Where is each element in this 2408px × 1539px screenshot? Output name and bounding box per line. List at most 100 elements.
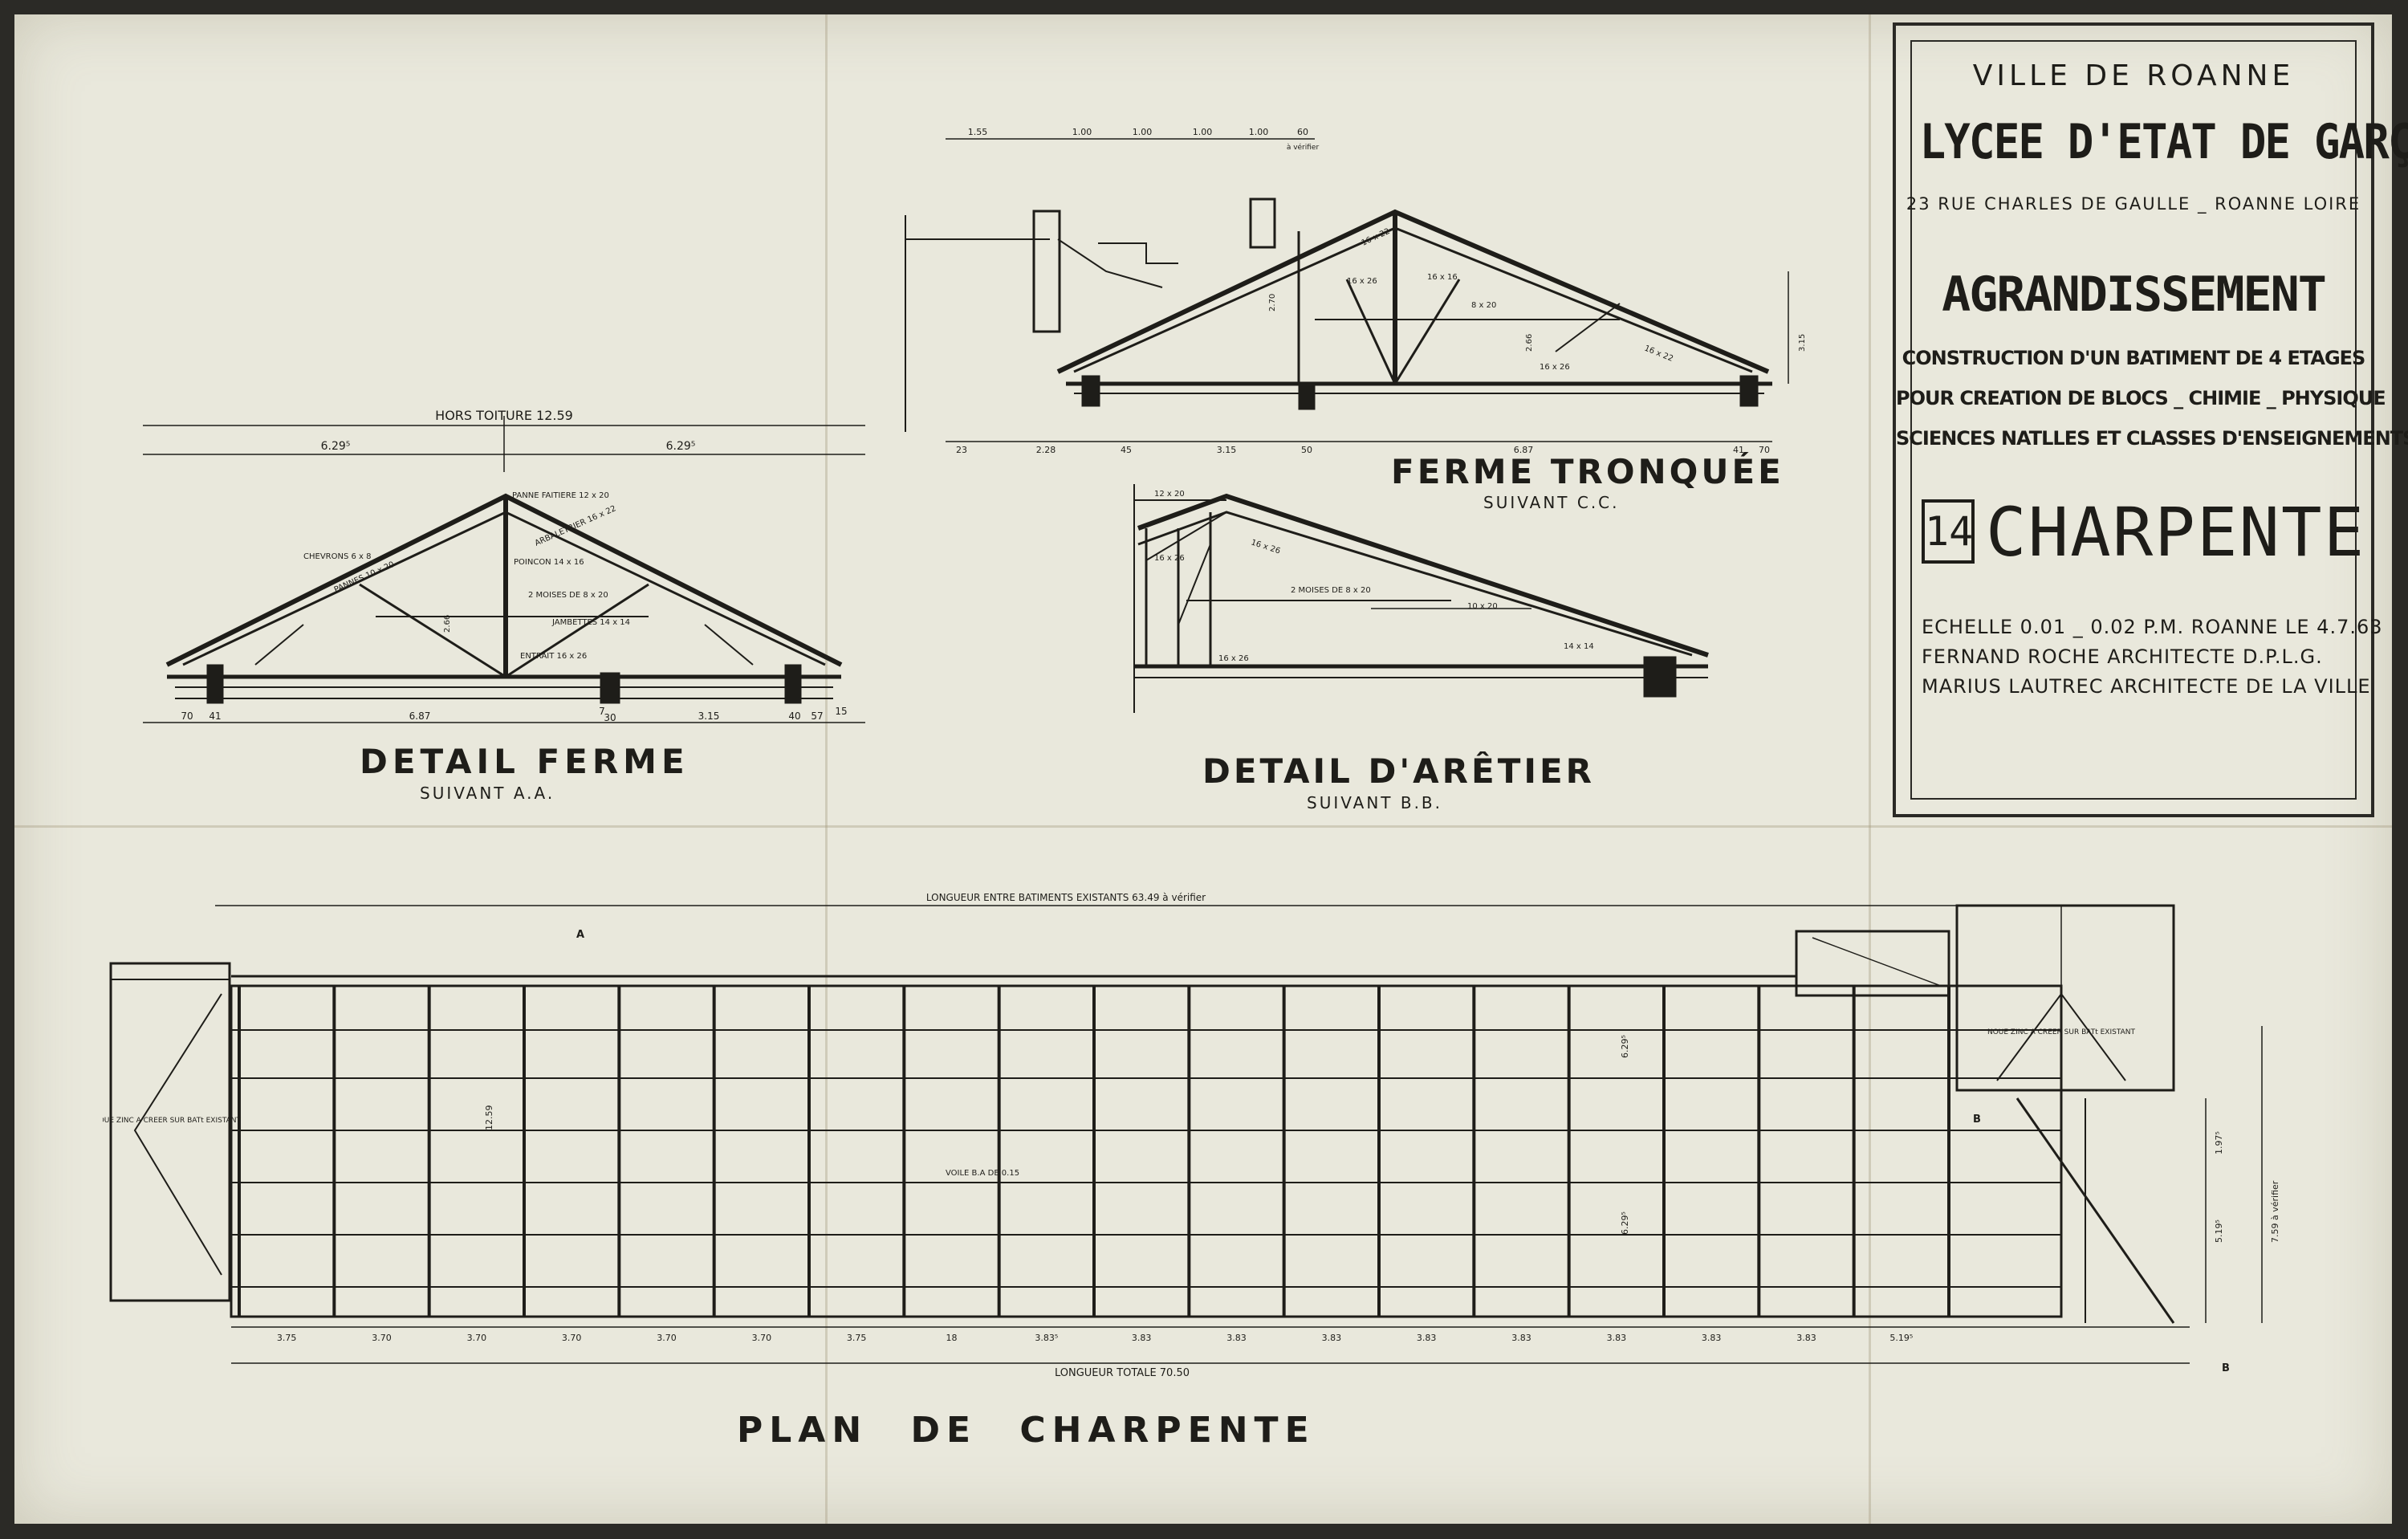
dim-label: 41: [1733, 445, 1744, 455]
dim-label: 1.00: [1072, 127, 1092, 137]
bay-dimension: 3.83: [1796, 1333, 1816, 1343]
dim-label: 23: [956, 445, 967, 455]
noue-label: NOUE ZINC A CREER SUR BATt EXISTANT: [1987, 1028, 2136, 1036]
member-label: 12 x 20: [1154, 490, 1185, 499]
member-label: CHEVRONS 6 x 8: [303, 552, 372, 561]
bay-dimension: 3.75: [847, 1333, 867, 1343]
school-address: 23 RUE CHARLES DE GAULLE _ ROANNE LOIRE: [1906, 194, 2361, 214]
member-label: 14 x 14: [1564, 642, 1594, 651]
bay-dimension: 3.75: [277, 1333, 297, 1343]
ferme-tronquee-title: FERME TRONQUÉE: [1391, 452, 1784, 491]
member-label: ENTRAIT 16 x 26: [520, 652, 587, 661]
detail-aretier-subtitle: SUIVANT B.B.: [1307, 793, 1443, 812]
bay-dimension: 3.70: [752, 1333, 772, 1343]
dim-label: 6.29⁵: [321, 440, 351, 453]
dim-label: 1.55: [968, 127, 988, 137]
dim-label: 45: [1121, 445, 1132, 455]
detail-ferme-drawing: HORS TOITURE 12.59 6.29⁵ 6.29⁵ PANNE FAI…: [143, 408, 865, 723]
bay-dimension: 3.83: [1132, 1333, 1152, 1343]
description-line: SCIENCES NATLLES ET CLASSES D'ENSEIGNEME…: [1896, 427, 2408, 450]
length-total-label: LONGUEUR TOTALE 70.50: [1055, 1367, 1190, 1379]
dim-label: 3.15: [1217, 445, 1237, 455]
member-label: 2 MOISES DE 8 x 20: [528, 591, 608, 600]
dim-label: 7.59 à vérifier: [2270, 1180, 2280, 1243]
dim-label: 1.97⁵: [2214, 1131, 2224, 1154]
scale-line: ECHELLE 0.01 _ 0.02 P.M. ROANNE LE 4.7.6…: [1922, 616, 2383, 638]
bay-dimension: 3.83⁵: [1035, 1333, 1058, 1343]
section-mark: B: [1973, 1114, 1981, 1126]
member-label: 16 x 26: [1347, 277, 1377, 286]
member-label: 8 x 20: [1471, 301, 1496, 310]
bay-dimension: 3.70: [657, 1333, 677, 1343]
member-label: 16 x 26: [1540, 363, 1570, 372]
member-label: 16 x 26: [1218, 654, 1249, 663]
dim-label: 30: [604, 712, 616, 723]
dim-label: 6.29⁵: [666, 440, 696, 453]
architect-line: FERNAND ROCHE ARCHITECTE D.P.L.G.: [1922, 645, 2323, 668]
noue-label: NOUE ZINC A CREER SUR BATt EXISTANT: [103, 1117, 242, 1125]
member-label: JAMBETTES 14 x 14: [551, 618, 630, 627]
member-label: 16 x 22: [1361, 227, 1392, 248]
dim-label: 6.87: [1514, 445, 1534, 455]
dim-label: 5.19⁵: [2214, 1219, 2224, 1243]
dim-note: à vérifier: [1287, 143, 1320, 152]
bay-dimension: 5.19⁵: [1889, 1333, 1913, 1343]
dim-label: 50: [1301, 445, 1312, 455]
sheet-number: 14: [1922, 499, 1975, 564]
dim-label: 1.00: [1193, 127, 1213, 137]
dim-label: 60: [1297, 127, 1308, 137]
detail-aretier-drawing: 12 x 20 16 x 26 2 MOISES DE 8 x 20 10 x …: [1133, 484, 1709, 713]
dim-label: 1.00: [1249, 127, 1269, 137]
member-label: 16 x 22: [1643, 344, 1674, 364]
school-name: LYCEE D'ETAT DE GARÇONS: [1919, 114, 2408, 170]
section-mark: A: [576, 929, 584, 941]
dim-label: 70: [1759, 445, 1770, 455]
bay-dimension: 3.70: [467, 1333, 487, 1343]
dim-label: 2.66: [1525, 334, 1534, 352]
city-name: VILLE DE ROANNE: [1972, 59, 2295, 92]
dim-label: 40: [788, 710, 800, 722]
member-label: 16 x 16: [1427, 273, 1458, 282]
dim-label: 3.15: [1798, 334, 1807, 352]
dim-label: 3.15: [698, 710, 720, 722]
detail-aretier-title: DETAIL D'ARÊTIER: [1202, 751, 1596, 791]
ferme-tronquee-drawing: 1.55 1.00 1.00 1.00 1.00 60 à vérifier 2…: [905, 127, 1807, 455]
hors-toiture-label: HORS TOITURE 12.59: [435, 408, 573, 423]
bay-dimension: 3.83: [1511, 1333, 1531, 1343]
member-label: POINCON 14 x 16: [514, 558, 584, 567]
dim-label: 70: [181, 710, 193, 722]
plan-title: PLAN DE CHARPENTE: [737, 1410, 1316, 1451]
bay-dimension: 3.83: [1322, 1333, 1342, 1343]
voile-label: VOILE B.A DE 0.15: [946, 1169, 1019, 1178]
member-label: PANNE FAITIERE 12 x 20: [512, 491, 609, 500]
dim-label: 7: [599, 706, 605, 717]
member-label: 16 x 26: [1250, 538, 1281, 556]
member-label: 2 MOISES DE 8 x 20: [1291, 586, 1371, 595]
architect-line: MARIUS LAUTREC ARCHITECTE DE LA VILLE: [1922, 675, 2371, 698]
sheet-title: CHARPENTE: [1986, 493, 2366, 572]
fold-line: [825, 14, 828, 1524]
drawing-sheet: VILLE DE ROANNE LYCEE D'ETAT DE GARÇONS …: [14, 14, 2408, 1524]
dim-label: 1.00: [1133, 127, 1153, 137]
dim-label: 57: [811, 710, 823, 722]
detail-ferme-title: DETAIL FERME: [360, 742, 689, 781]
detail-ferme-subtitle: SUIVANT A.A.: [420, 784, 555, 803]
description-line: POUR CREATION DE BLOCS _ CHIMIE _ PHYSIQ…: [1896, 387, 2386, 409]
bay-dimension: 3.70: [372, 1333, 392, 1343]
dim-label: 6.29⁵: [1620, 1035, 1630, 1058]
dim-label: 6.29⁵: [1620, 1211, 1630, 1235]
bay-dimension: 18: [946, 1333, 958, 1343]
member-label: 16 x 26: [1154, 554, 1185, 563]
fold-line: [14, 825, 2392, 828]
dim-label: 2.70: [1268, 294, 1277, 311]
dim-label: 41: [209, 710, 221, 722]
dim-label: 2.28: [1036, 445, 1056, 455]
length-between-label: LONGUEUR ENTRE BATIMENTS EXISTANTS 63.49…: [926, 892, 1206, 903]
section-mark: B: [2222, 1362, 2230, 1374]
member-label: ARBALETRIER 16 x 22: [534, 504, 618, 548]
title-block: VILLE DE ROANNE LYCEE D'ETAT DE GARÇONS …: [1893, 22, 2408, 817]
bay-dimension: 3.83: [1226, 1333, 1247, 1343]
bay-dimension: 3.83: [1417, 1333, 1437, 1343]
dim-label: 6.87: [409, 710, 431, 722]
